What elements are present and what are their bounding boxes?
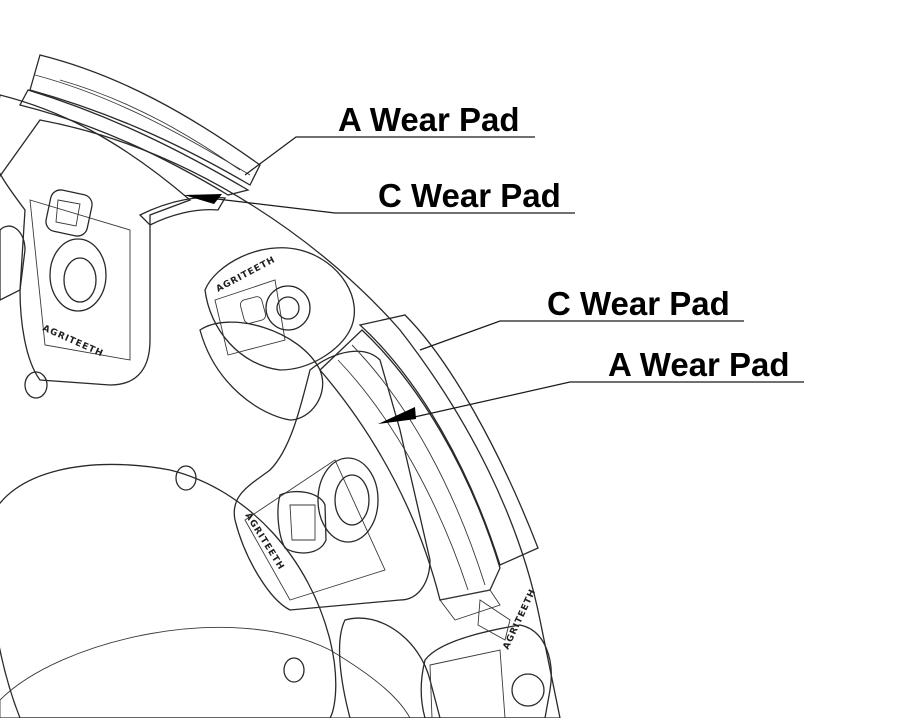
callout-labels: A Wear Pad C Wear Pad C Wear Pad A Wear …: [338, 101, 790, 383]
tooth-bore: [511, 673, 545, 707]
bolt-hole: [175, 465, 197, 491]
square-socket: [45, 189, 93, 237]
lower-tooth-holder: AGRITEETH: [233, 350, 431, 611]
tooth-engraving: AGRITEETH: [215, 255, 278, 295]
holder-bore: [317, 457, 379, 543]
lower-a-wear-pad: [319, 329, 501, 601]
holder-bore: [334, 474, 370, 526]
center-bore: [0, 463, 337, 718]
upper-a-wear-pad: [29, 54, 261, 186]
bottom-tooth: AGRITEETH: [420, 587, 552, 718]
callout-lower-c-wear-pad: C Wear Pad: [547, 285, 730, 322]
holder-engraving: AGRITEETH: [242, 511, 285, 572]
callout-leaders: [184, 136, 804, 424]
middle-tooth: AGRITEETH: [204, 247, 355, 371]
leader-upper-c-wear-pad: [199, 196, 575, 214]
bolt-hole: [24, 371, 48, 399]
tooth-bore: [276, 296, 300, 320]
leader-upper-a-wear-pad: [244, 136, 535, 176]
holder-engraving: AGRITEETH: [41, 324, 105, 360]
lower-c-wear-pad: [358, 314, 539, 566]
holder-bore: [49, 238, 107, 312]
square-socket: [277, 491, 327, 554]
upper-c-wear-pad: [138, 196, 227, 226]
arrowhead-upper-c-wear-pad: [184, 194, 222, 204]
rotor-plate: [0, 119, 561, 718]
callout-upper-c-wear-pad: C Wear Pad: [378, 177, 561, 214]
holder-bore: [63, 257, 97, 303]
leader-lower-a-wear-pad: [409, 381, 804, 419]
leader-lower-c-wear-pad: [419, 320, 744, 351]
bolt-hole: [283, 657, 305, 683]
lower-wear-pad-assembly: [319, 314, 539, 621]
arrowhead-lower-a-wear-pad: [378, 407, 416, 424]
plate-cutout: [199, 321, 324, 421]
plate-cutout: [338, 617, 441, 718]
tooth-engraving: AGRITEETH: [502, 587, 539, 651]
upper-wear-pad-assembly: [19, 54, 261, 226]
tooth-bore: [265, 285, 311, 331]
callout-upper-a-wear-pad: A Wear Pad: [338, 101, 520, 138]
callout-lower-a-wear-pad: A Wear Pad: [608, 346, 790, 383]
